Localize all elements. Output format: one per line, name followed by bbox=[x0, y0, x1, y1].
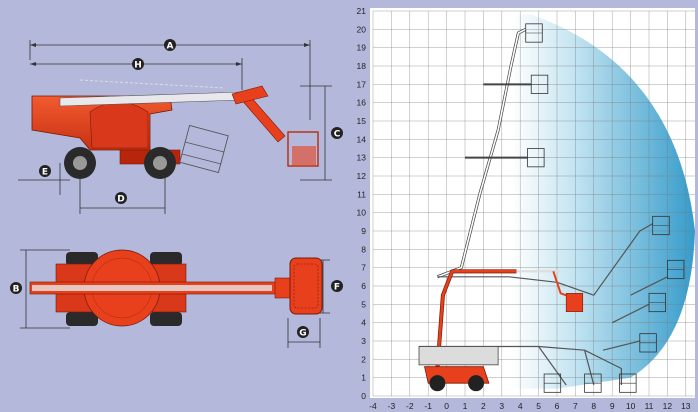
x-tick-label: -2 bbox=[406, 401, 414, 411]
y-tick-label: 5 bbox=[361, 299, 366, 309]
y-tick-label: 6 bbox=[361, 281, 366, 291]
y-tick-label: 12 bbox=[357, 171, 367, 181]
x-tick-label: 0 bbox=[444, 401, 449, 411]
boom-base-telescope bbox=[418, 346, 499, 366]
y-tick-label: 21 bbox=[357, 6, 367, 16]
x-tick-label: 12 bbox=[663, 401, 673, 411]
y-tick-label: 20 bbox=[357, 24, 367, 34]
x-tick-label: -3 bbox=[388, 401, 396, 411]
x-tick-label: 3 bbox=[499, 401, 504, 411]
platform-red bbox=[565, 293, 584, 312]
dimension-label-f: F bbox=[334, 283, 340, 293]
dimension-b: B bbox=[10, 249, 70, 329]
x-tick-label: -4 bbox=[369, 401, 377, 411]
dimension-label-e: E bbox=[42, 168, 48, 178]
y-tick-label: 9 bbox=[361, 226, 366, 236]
dimension-h: H bbox=[30, 58, 243, 90]
dimension-a: A bbox=[29, 39, 311, 120]
top-view-machine: B F G bbox=[10, 249, 343, 348]
dimension-c: C bbox=[300, 85, 343, 181]
x-tick-label: 10 bbox=[626, 401, 636, 411]
dimension-label-a: A bbox=[167, 42, 174, 52]
y-tick-label: 14 bbox=[357, 134, 367, 144]
boom-positions bbox=[418, 23, 685, 393]
y-tick-label: 19 bbox=[357, 43, 367, 53]
y-tick-label: 13 bbox=[357, 153, 367, 163]
y-tick-label: 2 bbox=[361, 354, 366, 364]
y-tick-label: 4 bbox=[361, 318, 366, 328]
x-tick-label: 1 bbox=[463, 401, 468, 411]
x-tick-label: 7 bbox=[573, 401, 578, 411]
y-tick-label: 8 bbox=[361, 244, 366, 254]
x-tick-label: 9 bbox=[610, 401, 615, 411]
y-tick-label: 3 bbox=[361, 336, 366, 346]
dimension-label-g: G bbox=[299, 329, 306, 339]
dimension-label-h: H bbox=[134, 61, 142, 71]
boom-outline bbox=[437, 28, 527, 278]
x-tick-label: 6 bbox=[555, 401, 560, 411]
dimension-e: E bbox=[18, 163, 70, 195]
y-tick-label: 15 bbox=[357, 116, 367, 126]
y-tick-label: 10 bbox=[357, 208, 367, 218]
y-tick-label: 0 bbox=[361, 391, 366, 401]
y-tick-label: 1 bbox=[361, 373, 366, 383]
x-tick-label: 11 bbox=[645, 401, 654, 411]
y-tick-label: 7 bbox=[361, 263, 366, 273]
boom-outline bbox=[602, 340, 640, 351]
dimension-g: G bbox=[287, 318, 321, 348]
chart-wheel-rear bbox=[429, 375, 446, 392]
x-tick-label: 4 bbox=[518, 401, 523, 411]
boom-outline bbox=[437, 223, 653, 296]
dimension-label-c: C bbox=[334, 130, 341, 140]
boom-outline bbox=[630, 276, 668, 296]
chart-wheel-front bbox=[468, 375, 485, 392]
x-tick-label: 8 bbox=[591, 401, 596, 411]
x-tick-label: 2 bbox=[481, 401, 486, 411]
dimension-label-d: D bbox=[117, 195, 124, 205]
side-view-machine: A H C E bbox=[18, 39, 343, 214]
y-tick-label: 17 bbox=[357, 79, 367, 89]
boom-outline bbox=[611, 303, 650, 324]
side-wheels bbox=[64, 147, 176, 179]
boom-outline bbox=[436, 270, 517, 369]
y-tick-label: 18 bbox=[357, 61, 367, 71]
x-tick-label: 5 bbox=[536, 401, 541, 411]
boom-outline bbox=[584, 349, 623, 385]
x-tick-label: 13 bbox=[681, 401, 691, 411]
x-tick-label: -1 bbox=[424, 401, 432, 411]
y-tick-label: 11 bbox=[357, 189, 366, 199]
dimension-label-b: B bbox=[13, 285, 20, 295]
y-tick-label: 16 bbox=[357, 98, 367, 108]
